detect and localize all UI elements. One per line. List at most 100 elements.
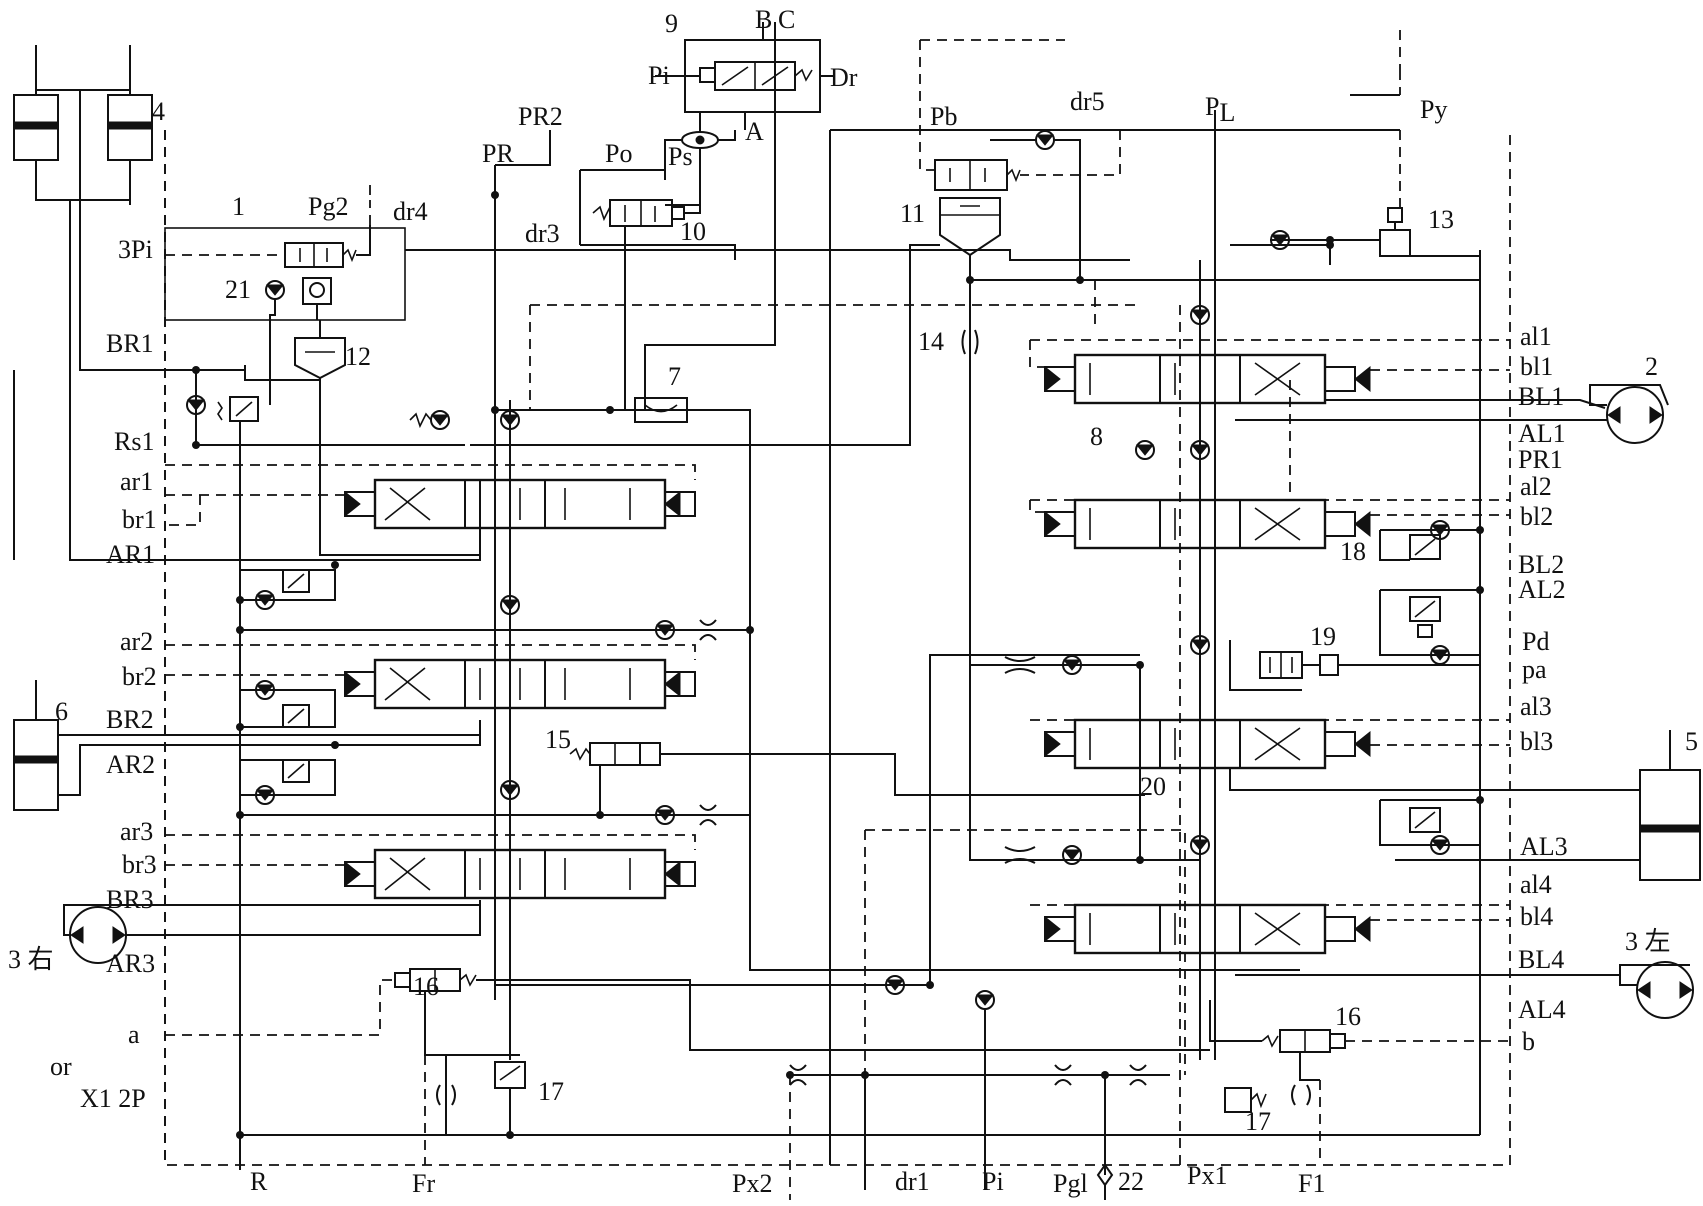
spool-l2 bbox=[1044, 498, 1371, 550]
label-n5: 5 bbox=[1685, 727, 1698, 756]
valve-16-left bbox=[165, 968, 1210, 1165]
label-b: b bbox=[1522, 1027, 1535, 1056]
label-dr3: dr3 bbox=[525, 219, 560, 248]
label-bl1: bl1 bbox=[1520, 352, 1553, 381]
orifice-14 bbox=[961, 329, 979, 355]
label-n15: 15 bbox=[545, 725, 571, 754]
label-n1: 1 bbox=[232, 192, 245, 221]
valve-11 bbox=[470, 197, 1001, 446]
valve-pb bbox=[919, 39, 1121, 191]
label-F1: F1 bbox=[1298, 1169, 1325, 1198]
label-n4: 4 bbox=[152, 97, 165, 126]
label-al4: al4 bbox=[1520, 870, 1552, 899]
label-PL-sub: L bbox=[1219, 98, 1235, 127]
label-a: a bbox=[128, 1020, 140, 1049]
relief-left-group bbox=[236, 561, 339, 819]
label-B: B bbox=[755, 5, 772, 34]
label-bl2: bl2 bbox=[1520, 502, 1553, 531]
label-n16a: 16 bbox=[413, 972, 439, 1001]
label-Dr: Dr bbox=[830, 63, 858, 92]
label-PL-main: P bbox=[1205, 92, 1219, 121]
label-Pb: Pb bbox=[930, 102, 957, 131]
pilot-dashed-lines bbox=[165, 30, 1510, 1165]
label-n13: 13 bbox=[1428, 205, 1454, 234]
label-n20: 20 bbox=[1140, 772, 1166, 801]
valve-15 bbox=[569, 742, 1145, 819]
label-BL2: BL2 bbox=[1518, 550, 1564, 579]
orifice-check-mid bbox=[970, 655, 1144, 865]
label-Rs1: Rs1 bbox=[114, 427, 154, 456]
valve-7 bbox=[606, 397, 688, 423]
spool-r3 bbox=[344, 848, 696, 900]
label-Ps: Ps bbox=[668, 142, 693, 171]
label-n14: 14 bbox=[918, 327, 944, 356]
swing-motor bbox=[1235, 384, 1669, 444]
valve-13 bbox=[1270, 70, 1480, 257]
label-Po: Po bbox=[605, 139, 632, 168]
bottom-checks bbox=[495, 654, 1140, 1190]
label-AL3: AL3 bbox=[1520, 832, 1568, 861]
label-R: R bbox=[250, 1167, 268, 1196]
spool-l1 bbox=[1044, 353, 1371, 405]
label-n2: 2 bbox=[1645, 352, 1658, 381]
label-Pd: Pd bbox=[1522, 627, 1549, 656]
label-br3: br3 bbox=[122, 850, 157, 879]
check-orifice-r2 bbox=[655, 619, 717, 641]
shuttle-valve bbox=[605, 22, 776, 411]
pilot-switch-valve-9 bbox=[655, 22, 835, 130]
label-dr4: dr4 bbox=[393, 197, 428, 226]
label-n22: 22 bbox=[1118, 1167, 1144, 1196]
spool-l4 bbox=[1044, 903, 1371, 955]
label-PR1: PR1 bbox=[1518, 445, 1563, 474]
label-n10: 10 bbox=[680, 217, 706, 246]
label-AR3: AR3 bbox=[106, 949, 155, 978]
label-n9: 9 bbox=[665, 9, 678, 38]
label-Px1: Px1 bbox=[1187, 1161, 1227, 1190]
label-Pgl: Pgl bbox=[1053, 1169, 1088, 1198]
label-Pg2: Pg2 bbox=[308, 192, 348, 221]
travel-motor-left bbox=[1235, 961, 1694, 1019]
label-br1: br1 bbox=[122, 505, 157, 534]
label-dr1: dr1 bbox=[895, 1167, 930, 1196]
label-Fr: Fr bbox=[412, 1169, 435, 1198]
label-AR2: AR2 bbox=[106, 750, 155, 779]
travel-motor-right bbox=[63, 900, 481, 964]
spool-l3 bbox=[1044, 718, 1371, 770]
label-ar1: ar1 bbox=[120, 467, 153, 496]
label-BR3: BR3 bbox=[106, 885, 154, 914]
labels: 9 B C Pi Dr A Ps Po PR2 PR 10 dr3 Pg2 dr… bbox=[8, 5, 1698, 1198]
label-al3: al3 bbox=[1520, 692, 1552, 721]
label-n12: 12 bbox=[345, 342, 371, 371]
pilot-orifices bbox=[786, 829, 1186, 1200]
label-Pi-bot: Pi bbox=[982, 1167, 1004, 1196]
pr-checks bbox=[409, 410, 520, 800]
label-3Pi: 3Pi bbox=[118, 235, 153, 264]
relief-right-group bbox=[1379, 526, 1484, 846]
label-n17a: 17 bbox=[538, 1077, 564, 1106]
label-pa: pa bbox=[1522, 655, 1547, 684]
label-n21: 21 bbox=[225, 275, 251, 304]
label-BR2: BR2 bbox=[106, 705, 154, 734]
label-A: A bbox=[745, 117, 764, 146]
label-BL1: BL1 bbox=[1518, 382, 1564, 411]
label-AL2: AL2 bbox=[1518, 575, 1566, 604]
label-Pi-top: Pi bbox=[648, 61, 670, 90]
label-BL4: BL4 bbox=[1518, 945, 1564, 974]
label-AL4: AL4 bbox=[1518, 995, 1566, 1024]
valve-16-right bbox=[1209, 1000, 1510, 1165]
label-n3l: 3 左 bbox=[1625, 927, 1671, 956]
label-n19: 19 bbox=[1310, 622, 1336, 651]
label-PL: PL bbox=[1205, 92, 1235, 127]
valve-19 bbox=[1229, 640, 1480, 691]
valve-body-outline bbox=[164, 129, 1511, 1166]
block-1 bbox=[164, 200, 1130, 556]
label-n3r: 3 右 bbox=[8, 945, 54, 974]
check-orifice-r3 bbox=[655, 804, 717, 826]
label-al2: al2 bbox=[1520, 472, 1552, 501]
label-ar2: ar2 bbox=[120, 627, 153, 656]
spool-r1 bbox=[344, 478, 696, 530]
label-n17b: 17 bbox=[1245, 1107, 1271, 1136]
label-AL1: AL1 bbox=[1518, 419, 1566, 448]
label-BR1: BR1 bbox=[106, 329, 154, 358]
